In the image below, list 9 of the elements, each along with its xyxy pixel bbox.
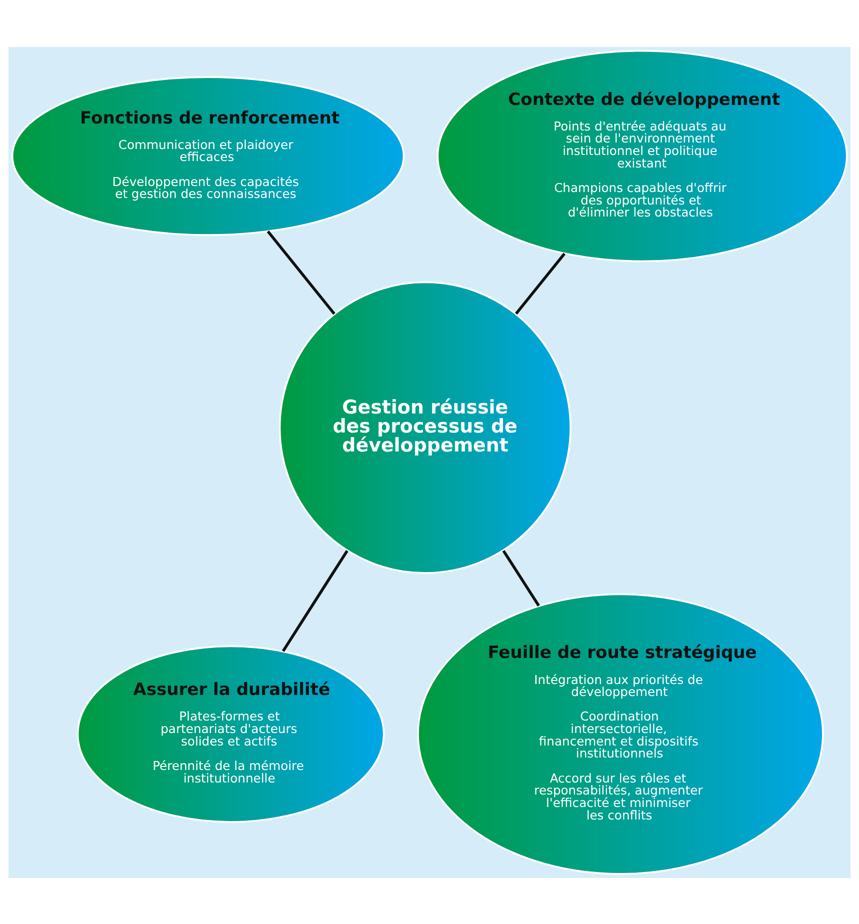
node-ellipse: Contexte de développement Points d'entrée adéquats au sein de l'environnement institutionnel et politique existant Champions capables d'offrir des opportunités et d'éliminer les obstacles — [436, 49, 848, 262]
connector — [514, 252, 566, 314]
node-ellipse: Feuille de route stratégique Intégration aux priorités de développement Coordination intersectorielle, financement et dispositifs institutionnels Accord sur les rôles et responsabilités, augmenter l'efficacité et minimiser les conflits — [417, 592, 824, 874]
node-ellipse: Fonctions de renforcement Communication et plaidoyer efficaces Développement des capacités et gestion des connaissances — [11, 76, 405, 236]
connector — [502, 549, 540, 606]
connector — [282, 549, 348, 652]
node-circle: Gestion réussie des processus de développement — [278, 280, 572, 574]
connector — [266, 230, 336, 314]
node-ellipse: Assurer la durabilité Plates-formes et partenariats d'acteurs solides et actifs Pérennité de la mémoire institutionnelle — [76, 644, 385, 822]
